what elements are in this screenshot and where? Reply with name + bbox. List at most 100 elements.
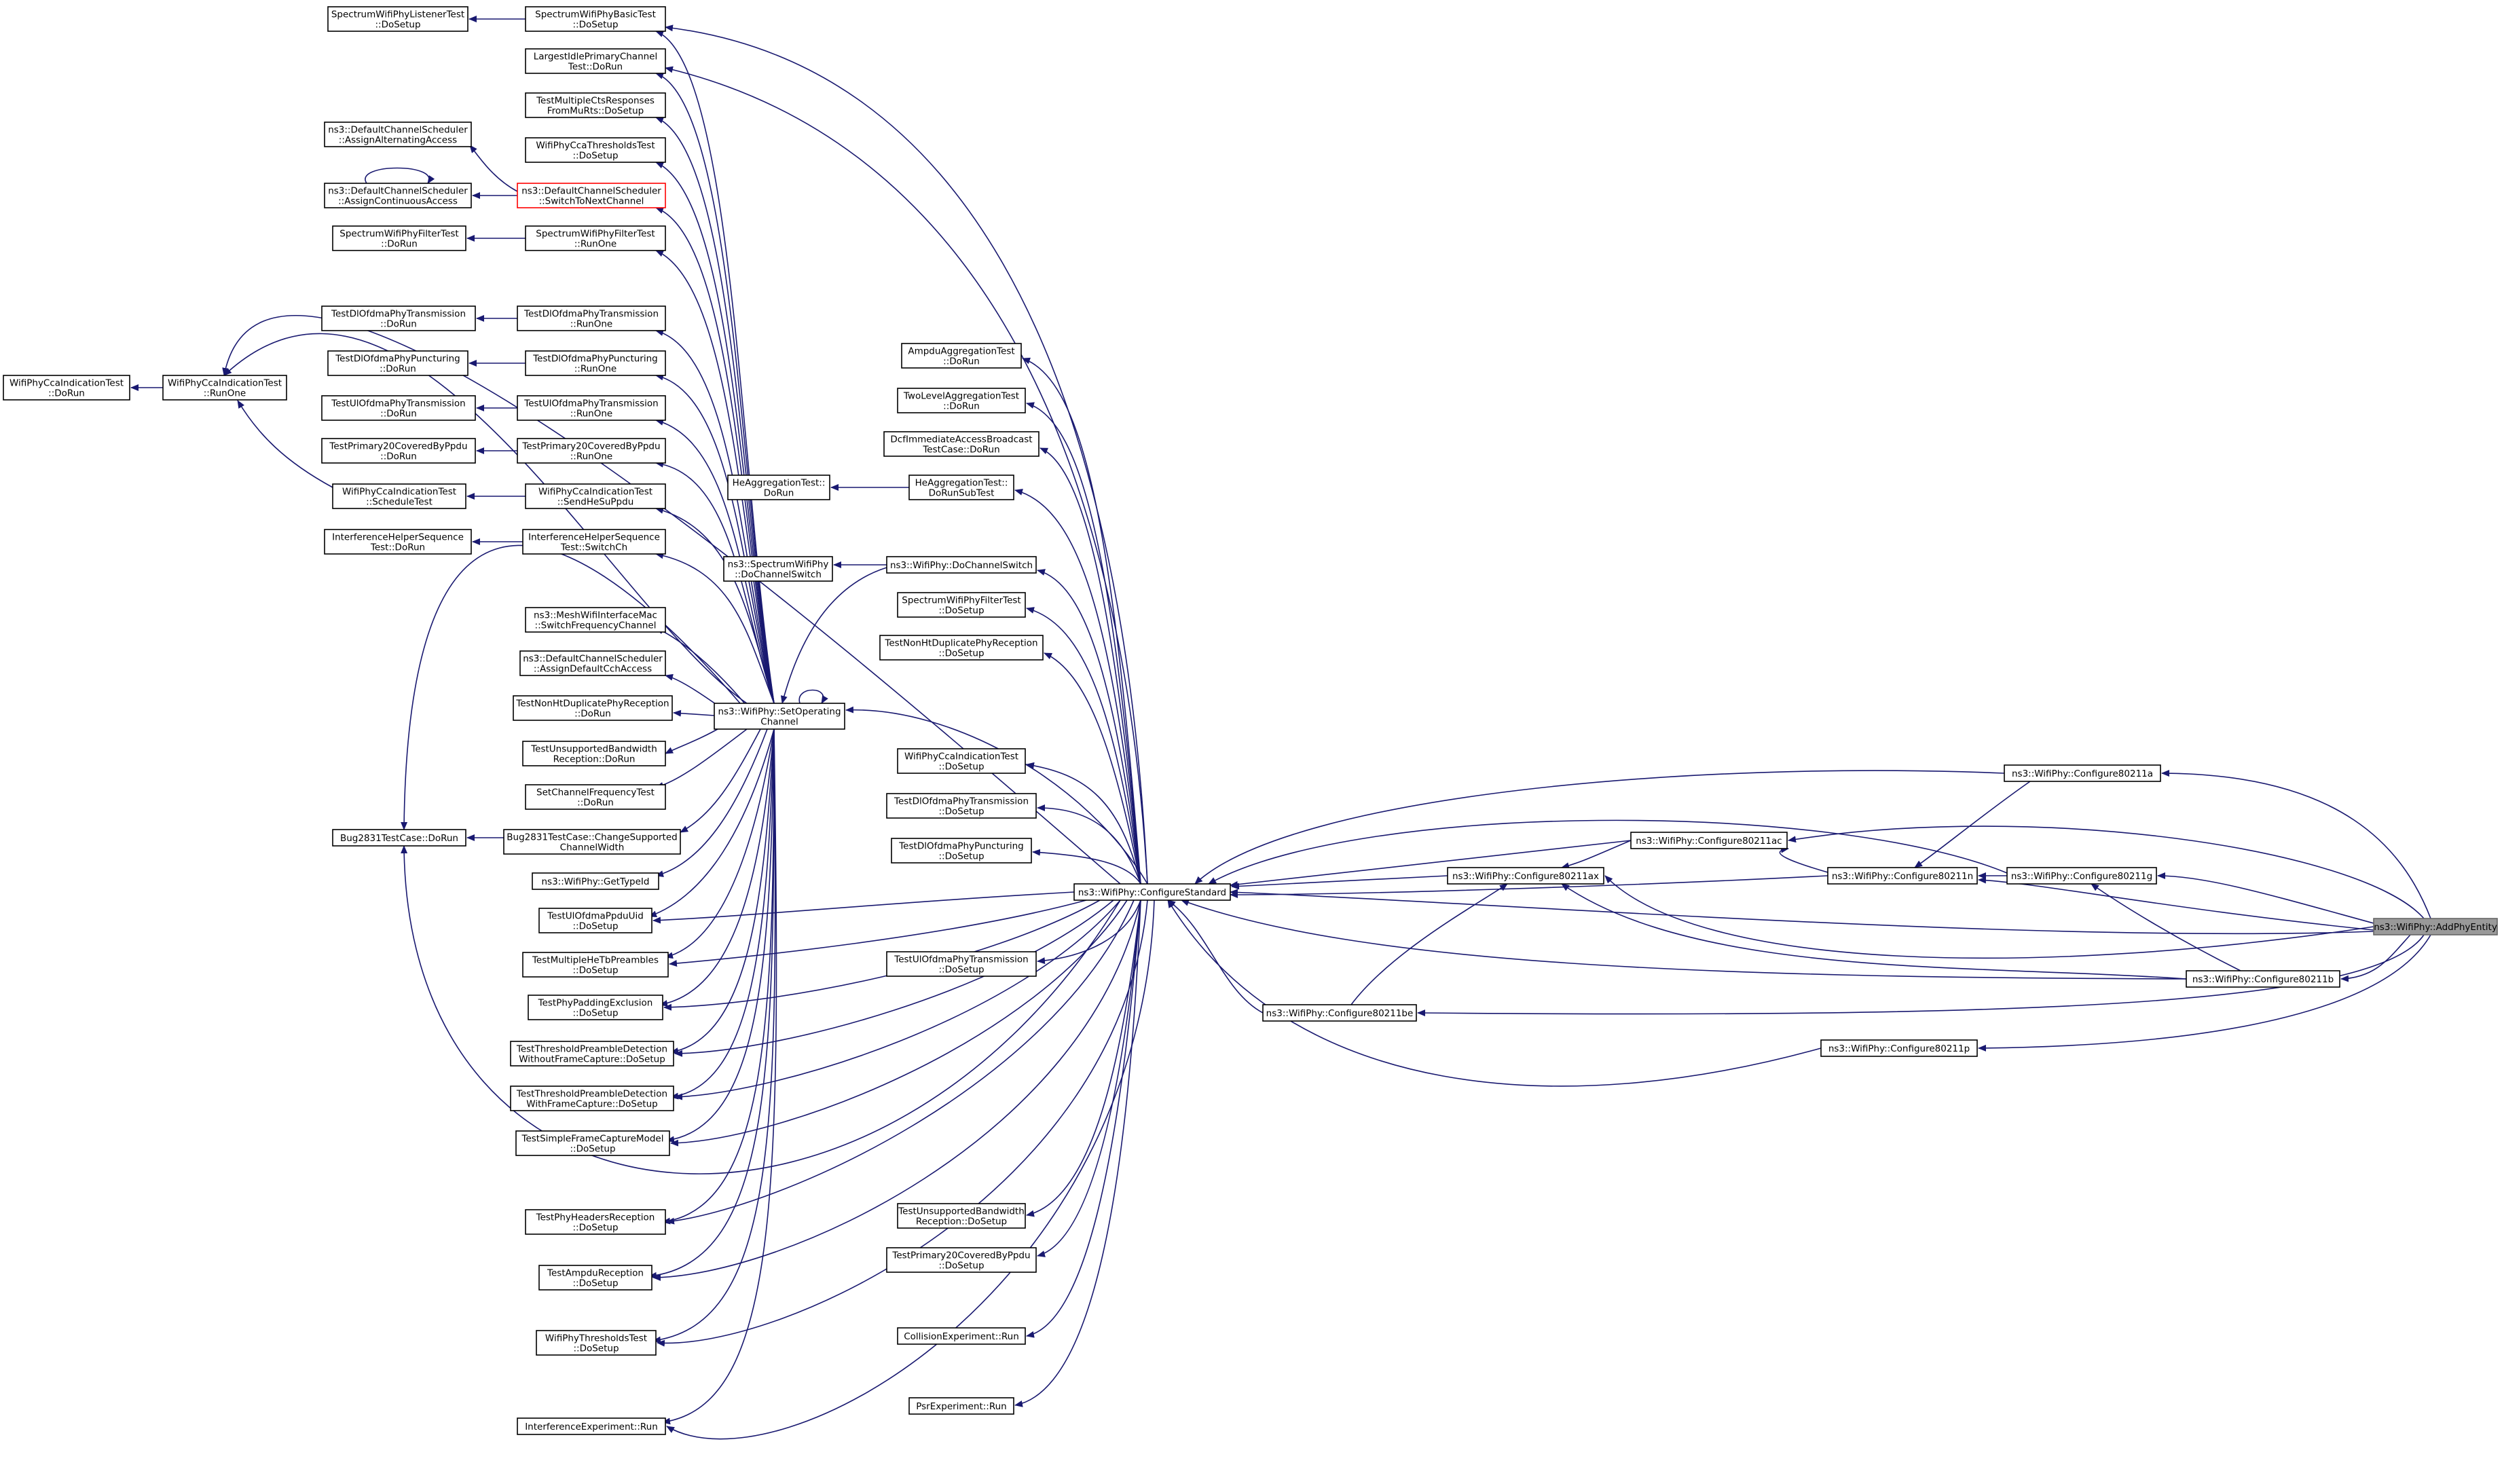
graph-node-n16[interactable]: WifiPhyCcaIndicationTest::RunOne [162,375,287,401]
call-edge-n43-to-n12 [655,329,775,704]
graph-node-n4[interactable]: TestMultipleCtsResponsesFromMuRts::DoSet… [525,92,666,118]
graph-node-n58[interactable]: TestPrimary20CoveredByPpdu::DoSetup [886,1247,1037,1273]
graph-node-n35[interactable]: TestPhyPaddingExclusion::DoSetup [528,995,663,1020]
node-label: WifiPhyCcaIndicationTest [10,378,124,389]
graph-node-n56[interactable]: TestUlOfdmaPhyTransmission::DoSetup [886,951,1037,977]
graph-node-n19[interactable]: TestPrimary20CoveredByPpdu::DoRun [321,438,476,464]
graph-node-n6[interactable]: WifiPhyCcaThresholdsTest::DoSetup [525,137,666,163]
graph-node-n17[interactable]: TestUlOfdmaPhyTransmission::DoRun [321,395,476,421]
graph-node-n9[interactable]: SpectrumWifiPhyFilterTest::DoRun [332,225,466,251]
call-edge-n61-to-n54 [1037,804,1141,885]
call-edge-n61-to-n30 [401,845,1121,1174]
graph-node-n33[interactable]: TestUlOfdmaPpduUid::DoSetup [538,908,652,933]
node-label: WifiPhyThresholdsTest [545,1333,647,1344]
graph-node-n34[interactable]: TestMultipleHeTbPreambles::DoSetup [522,952,669,978]
call-edge-n61-to-n42 [666,899,1155,1440]
graph-node-n60[interactable]: PsrExperiment::Run [908,1397,1014,1415]
graph-node-n47[interactable]: HeAggregationTest::DoRun [727,475,830,500]
call-edge-n61-to-n60 [1014,899,1141,1407]
graph-node-n44[interactable]: AmpduAggregationTest::DoRun [901,343,1022,369]
graph-node-n62[interactable]: ns3::WifiPhy::Configure80211ax [1447,867,1604,885]
node-label: DoRun [764,488,794,499]
graph-node-n37[interactable]: TestThresholdPreambleDetectionWithFrameC… [510,1086,674,1111]
graph-node-n64[interactable]: ns3::WifiPhy::Configure80211be [1262,1004,1417,1022]
graph-node-n46[interactable]: DcfImmediateAccessBroadcastTestCase::DoR… [883,431,1040,457]
call-edge-n21-to-n16 [237,400,333,488]
graph-node-n61[interactable]: ns3::WifiPhy::ConfigureStandard [1073,883,1231,901]
graph-node-n48[interactable]: HeAggregationTest::DoRunSubTest [908,475,1014,500]
graph-node-n21[interactable]: WifiPhyCcaIndicationTest::ScheduleTest [332,483,466,509]
graph-node-n25[interactable]: ns3::MeshWifiInterfaceMac::SwitchFrequen… [525,607,666,633]
graph-node-n13[interactable]: TestDlOfdmaPhyPuncturing::DoRun [327,350,468,376]
graph-node-n29[interactable]: SetChannelFrequencyTest::DoRun [525,784,666,810]
node-box [332,829,466,847]
graph-node-n10[interactable]: SpectrumWifiPhyFilterTest::RunOne [525,225,666,251]
graph-node-n54[interactable]: TestDlOfdmaPhyTransmission::DoSetup [886,793,1037,819]
graph-node-n67[interactable]: ns3::WifiPhy::Configure80211a [2004,764,2161,782]
graph-node-n32[interactable]: ns3::WifiPhy::GetTypeId [532,872,659,890]
node-box [332,483,466,509]
node-label: ns3::DefaultChannelScheduler [328,125,468,136]
graph-node-n40[interactable]: TestAmpduReception::DoSetup [538,1265,652,1291]
graph-node-n15[interactable]: WifiPhyCcaIndicationTest::DoRun [3,375,130,401]
graph-node-n70[interactable]: ns3::WifiPhy::AddPhyEntity [2373,918,2498,935]
call-edge-n67-to-n65 [1914,781,2031,868]
graph-node-n63[interactable]: ns3::WifiPhy::Configure80211ac [1630,832,1788,849]
graph-node-n36[interactable]: TestThresholdPreambleDetectionWithoutFra… [510,1041,674,1066]
graph-node-n2[interactable]: SpectrumWifiPhyBasicTest::DoSetup [525,6,666,32]
graph-node-n30[interactable]: Bug2831TestCase::DoRun [332,829,466,847]
node-label: ::DoChannelSwitch [735,570,822,580]
node-box [324,529,472,555]
graph-node-n7[interactable]: ns3::DefaultChannelScheduler::AssignCont… [324,183,472,208]
call-edge-n43-to-n36 [670,728,775,1054]
graph-node-n45[interactable]: TwoLevelAggregationTest::DoRun [897,388,1026,413]
graph-node-n65[interactable]: ns3::WifiPhy::Configure80211n [1827,867,1978,885]
graph-node-n69[interactable]: ns3::WifiPhy::Configure80211b [2186,970,2340,988]
graph-node-n38[interactable]: TestSimpleFrameCaptureModel::DoSetup [515,1130,670,1156]
node-label: ::AssignDefaultCchAccess [534,664,652,675]
node-label: ::DoSetup [938,762,984,773]
graph-node-n66[interactable]: ns3::WifiPhy::Configure80211p [1820,1039,1978,1057]
call-edge-n61-to-n38 [670,899,1128,1147]
graph-node-n55[interactable]: TestDlOfdmaPhyPuncturing::DoSetup [891,838,1032,864]
node-box [517,1417,666,1435]
graph-node-n39[interactable]: TestPhyHeadersReception::DoSetup [525,1209,666,1235]
graph-node-n22[interactable]: WifiPhyCcaIndicationTest::SendHeSuPpdu [525,483,666,509]
call-edge-n61-to-n52 [1044,652,1141,885]
graph-node-n52[interactable]: TestNonHtDuplicatePhyReception::DoSetup [879,635,1044,661]
graph-node-n8[interactable]: ns3::DefaultChannelScheduler::SwitchToNe… [517,183,666,208]
node-label: ::DoSetup [938,965,984,976]
node-box [517,438,666,464]
graph-node-n41[interactable]: WifiPhyThresholdsTest::DoSetup [536,1330,657,1356]
graph-node-n57[interactable]: TestUnsupportedBandwidthReception::DoSet… [897,1203,1026,1229]
graph-node-n1[interactable]: SpectrumWifiPhyListenerTest::DoSetup [327,6,468,32]
graph-node-n18[interactable]: TestUlOfdmaPhyTransmission::RunOne [517,395,666,421]
graph-node-n26[interactable]: ns3::DefaultChannelScheduler::AssignDefa… [519,650,666,676]
node-label: WifiPhyCcaIndicationTest [538,487,652,498]
graph-node-n20[interactable]: TestPrimary20CoveredByPpdu::RunOne [517,438,666,464]
graph-node-n42[interactable]: InterferenceExperiment::Run [517,1417,666,1435]
graph-node-n59[interactable]: CollisionExperiment::Run [897,1327,1026,1345]
graph-node-n14[interactable]: TestDlOfdmaPhyPuncturing::RunOne [525,350,666,376]
graph-node-n27[interactable]: TestNonHtDuplicatePhyReception::DoRun [513,695,673,721]
graph-node-n31[interactable]: Bug2831TestCase::ChangeSupportedChannelW… [503,829,681,855]
graph-node-n11[interactable]: TestDlOfdmaPhyTransmission::DoRun [321,305,476,331]
graph-node-n5[interactable]: ns3::DefaultChannelScheduler::AssignAlte… [324,122,472,147]
node-label: ns3::WifiPhy::DoChannelSwitch [890,560,1033,571]
node-box [332,225,466,251]
graph-node-n49[interactable]: ns3::SpectrumWifiPhy::DoChannelSwitch [723,556,833,582]
node-box [1447,867,1604,885]
graph-node-n51[interactable]: SpectrumWifiPhyFilterTest::DoSetup [897,592,1026,618]
graph-node-n53[interactable]: WifiPhyCcaIndicationTest::DoSetup [897,748,1026,774]
graph-node-n12[interactable]: TestDlOfdmaPhyTransmission::RunOne [517,305,666,331]
node-label: ns3::WifiPhy::Configure80211b [2192,974,2334,985]
graph-node-n50[interactable]: ns3::WifiPhy::DoChannelSwitch [886,556,1037,574]
node-label: ::DoRun [577,798,614,809]
node-box [321,305,476,331]
graph-node-n68[interactable]: ns3::WifiPhy::Configure80211g [2006,867,2157,885]
